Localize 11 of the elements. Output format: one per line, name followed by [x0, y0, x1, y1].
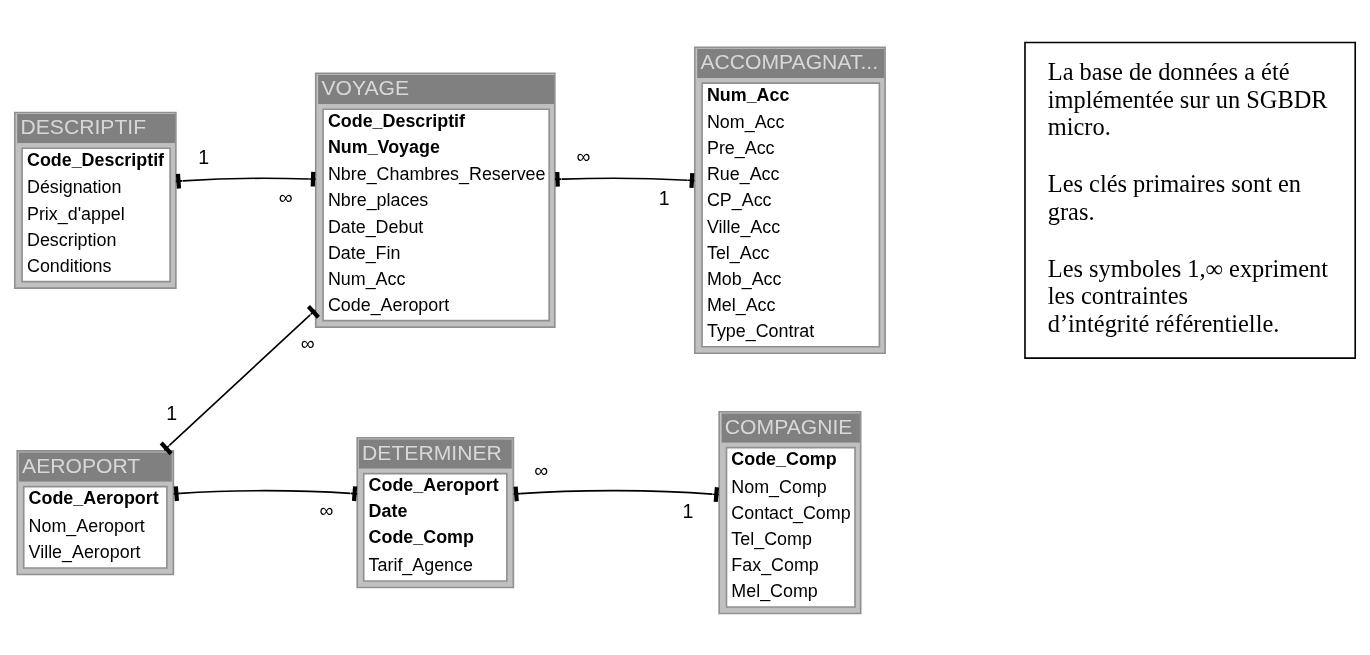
connector: [159, 304, 320, 455]
label: ∞: [278, 185, 293, 208]
node-box: La base de données a été implémentée sur un SGBDR micro. Les clés primaires sont en gras. Les symboles 1,∞ expriment les contraintes d’intégrité référentielle.: [1024, 41, 1357, 359]
label: ∞: [576, 144, 591, 167]
label: ∞: [300, 331, 315, 354]
label: 1: [658, 186, 670, 208]
label: 1: [166, 401, 178, 424]
label: ∞: [319, 498, 334, 521]
label: 1: [682, 499, 694, 522]
label: ∞: [534, 458, 549, 481]
label: 1: [198, 145, 210, 168]
